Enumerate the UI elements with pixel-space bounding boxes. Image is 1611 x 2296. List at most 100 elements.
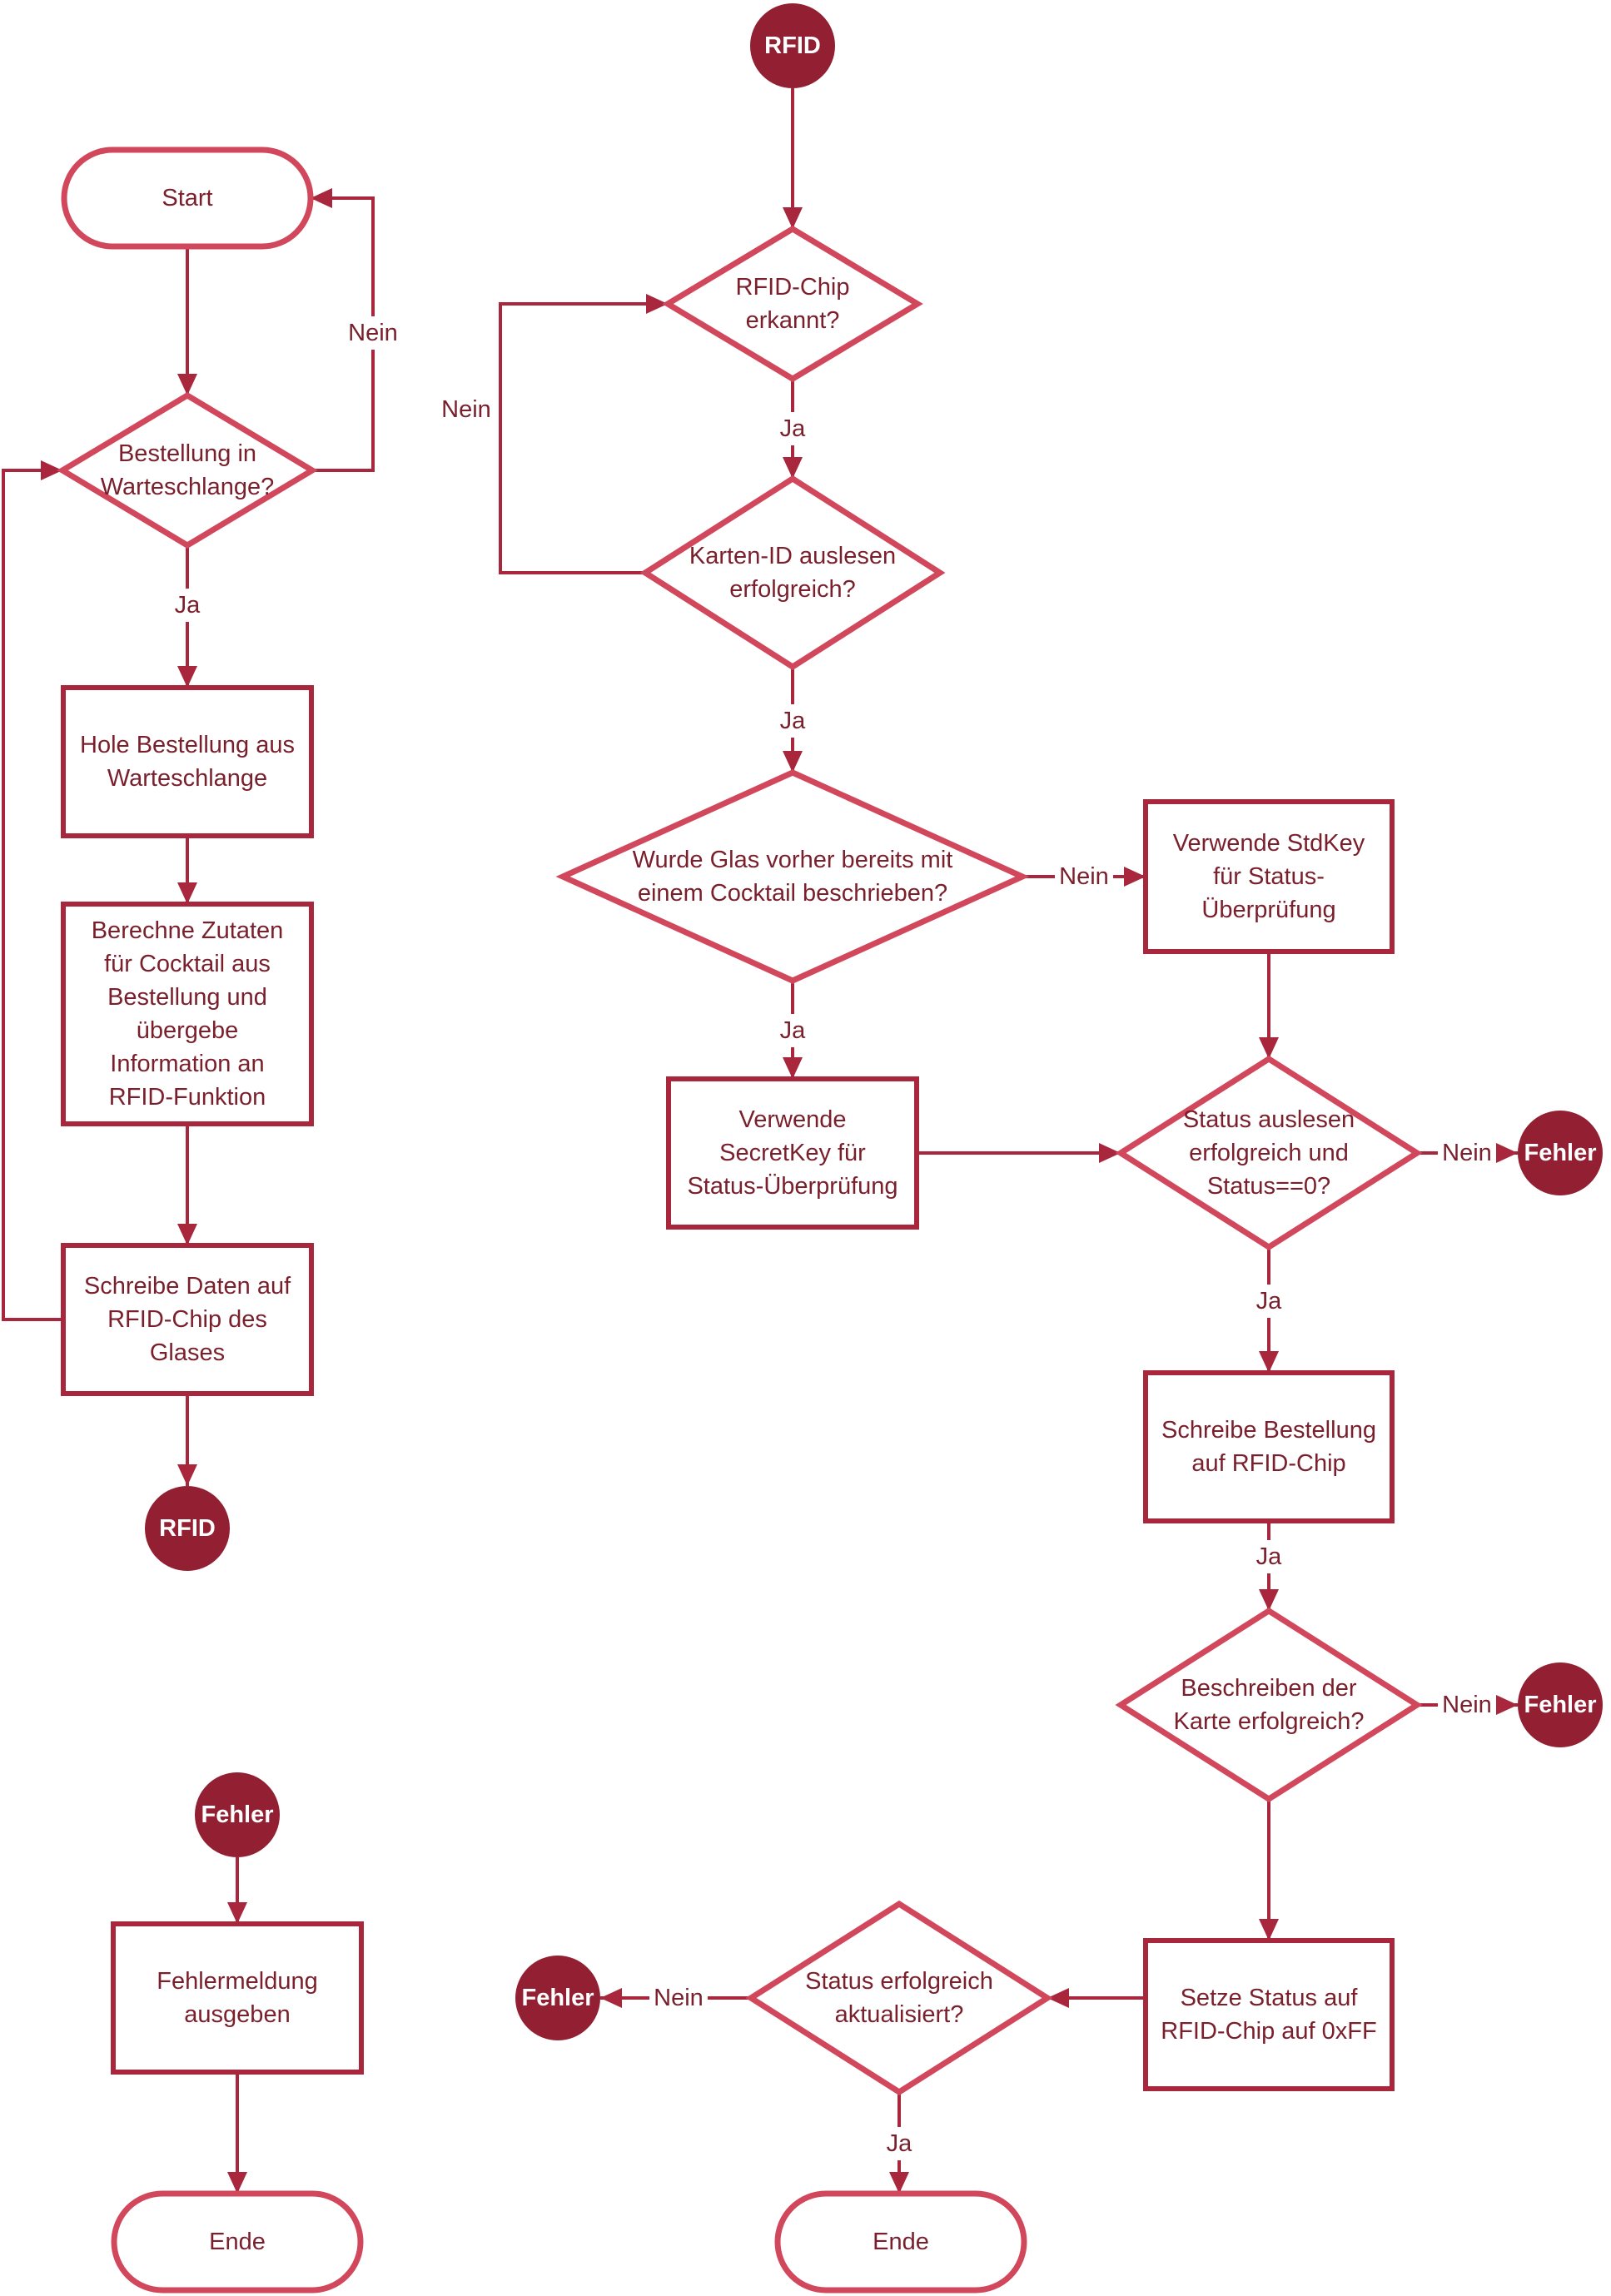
node-label: auf RFID-Chip <box>1191 1450 1345 1477</box>
edge-p_write_data-to-c_rfid_out <box>177 1394 197 1486</box>
edge-label-background <box>1252 1285 1285 1318</box>
edge-p_errmsg-to-end_left <box>227 2072 247 2194</box>
edge-d_queue-to-start: Nein <box>311 188 402 472</box>
process-box <box>666 1076 919 1230</box>
connector-line <box>499 302 668 574</box>
edge-p_fetch-to-p_calc <box>177 836 197 904</box>
connector-circle <box>1518 1111 1603 1195</box>
edge-label: Ja <box>780 1017 807 1044</box>
arrowhead-icon <box>177 882 197 904</box>
edge-label-background <box>437 393 495 426</box>
connector-circle <box>1518 1662 1603 1747</box>
node-label: Status erfolgreich <box>805 1968 993 1995</box>
edge-label: Nein <box>1442 1692 1492 1718</box>
node-label: Karte erfolgreich? <box>1174 1708 1365 1735</box>
node-label: einem Cocktail beschrieben? <box>638 880 947 907</box>
node-label: Ende <box>209 2229 266 2255</box>
connector-line <box>2 469 63 1321</box>
edge-label: Nein <box>654 1985 704 2011</box>
edge-label-background <box>1055 860 1113 893</box>
edge-d_write_ok-to-c_fehler2: Nein <box>1417 1688 1518 1722</box>
node-label: Bestellung in <box>118 440 256 467</box>
arrowhead-icon <box>783 1057 803 1079</box>
edge-p_calc-to-p_write_data <box>177 1124 197 1245</box>
arrowhead-icon <box>1259 1037 1279 1059</box>
connector-c-fehler1: Fehler <box>1518 1111 1603 1195</box>
arrowhead-icon <box>1259 1919 1279 1941</box>
edge-d_queue-to-p_fetch: Ja <box>171 545 204 688</box>
edge-d_status-to-c_fehler1: Nein <box>1417 1136 1518 1170</box>
arrowhead-icon <box>1099 1143 1121 1163</box>
edge-p_write_order-to-d_write_ok: Ja <box>1252 1521 1285 1611</box>
edge-d_write_ok-to-p_set_status <box>1259 1799 1279 1941</box>
arrowhead-icon <box>177 666 197 688</box>
arrowhead-icon <box>646 294 668 314</box>
decision-d-chip: RFID-Chip erkannt? <box>662 225 923 383</box>
node-label: Status==0? <box>1207 1173 1330 1200</box>
edge-label-background <box>1438 1688 1496 1722</box>
edge-label: Nein <box>441 396 491 423</box>
edge-p_secretkey-to-d_status <box>917 1143 1121 1163</box>
edge-label: Nein <box>348 320 398 346</box>
connector-circle <box>750 3 835 88</box>
node-label: Beschreiben der <box>1181 1675 1357 1702</box>
node-label: Fehler <box>521 1985 594 2011</box>
node-label: Warteschlange <box>107 765 267 792</box>
connector-c-rfid-out: RFID <box>145 1486 230 1571</box>
edge-c_rfid_in-to-d_chip <box>783 88 803 229</box>
process-box <box>61 902 314 1126</box>
edge-c_fehler_in-to-p_errmsg <box>227 1857 247 1924</box>
arrowhead-icon <box>1496 1143 1518 1163</box>
node-label: für Cocktail aus <box>104 951 271 977</box>
edge-d_glass-to-p_stdkey: Nein <box>1022 860 1146 893</box>
edge-d_status_upd-to-c_fehler3: Nein <box>600 1981 751 2015</box>
node-label: Start <box>162 185 212 211</box>
node-label: Fehler <box>1524 1140 1596 1166</box>
arrowhead-icon <box>1047 1988 1069 2008</box>
arrowhead-icon <box>227 1902 247 1924</box>
arrowhead-icon <box>889 2172 909 2194</box>
node-label: Wurde Glas vorher bereits mit <box>633 847 953 873</box>
process-p-write-order: Schreibe Bestellung auf RFID-Chip <box>1143 1370 1395 1523</box>
node-label: SecretKey für <box>719 1140 866 1166</box>
edge-label: Ja <box>1256 1288 1283 1314</box>
node-label: RFID-Chip <box>736 274 850 301</box>
arrowhead-icon <box>177 1224 197 1245</box>
node-label: erfolgreich? <box>729 576 856 603</box>
node-label: Hole Bestellung aus <box>80 732 295 758</box>
edge-label: Ja <box>175 592 201 619</box>
node-label: erkannt? <box>746 307 840 334</box>
edge-label-background <box>883 2127 916 2160</box>
arrowhead-icon <box>227 2172 247 2194</box>
process-box <box>1143 1370 1395 1523</box>
node-label: Information an <box>110 1051 264 1077</box>
edge-label-background <box>776 412 809 445</box>
connector-c-fehler3: Fehler <box>515 1956 600 2040</box>
decision-diamond <box>639 475 946 671</box>
node-label: RFID-Funktion <box>109 1084 266 1111</box>
node-label: Schreibe Bestellung <box>1161 1417 1376 1444</box>
node-label: Setze Status auf <box>1181 1985 1359 2011</box>
terminal-shape <box>774 2190 1027 2294</box>
arrowhead-icon <box>783 207 803 229</box>
edge-label: Nein <box>1442 1140 1492 1166</box>
edge-start-to-d_queue <box>177 246 197 395</box>
decision-diamond <box>1115 1055 1423 1251</box>
terminal-end-left: Ende <box>111 2190 364 2294</box>
process-box <box>61 685 314 838</box>
edge-label: Ja <box>1256 1543 1283 1570</box>
node-label: Ende <box>873 2229 929 2255</box>
decision-d-glass: Wurde Glas vorher bereits mit einem Cockt… <box>555 769 1030 984</box>
connector-c-rfid-in: RFID <box>750 3 835 88</box>
arrowhead-icon <box>783 457 803 479</box>
connector-c-fehler-in: Fehler <box>195 1772 280 1857</box>
edge-label: Ja <box>780 415 807 442</box>
edge-label: Ja <box>780 708 807 734</box>
